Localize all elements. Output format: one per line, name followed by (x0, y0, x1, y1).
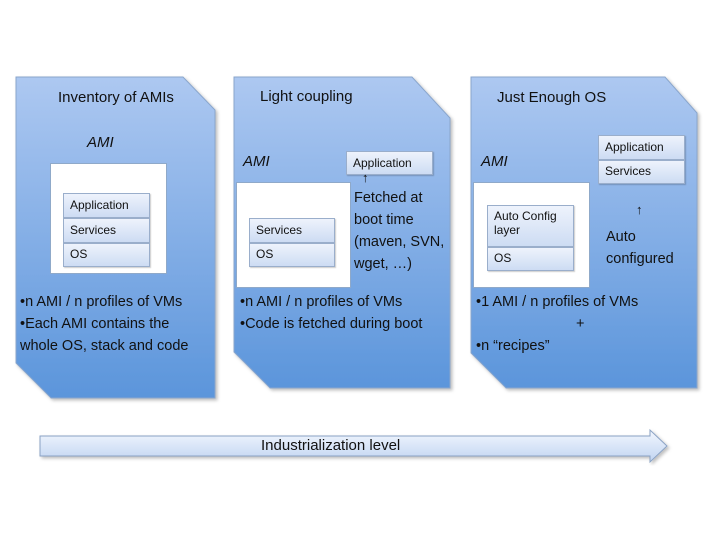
bullet-line: •Each AMI contains the (20, 316, 170, 332)
note-line: Auto (606, 229, 636, 245)
layer-os: OS (487, 247, 574, 271)
layer-os: OS (249, 243, 335, 267)
bullet-line: •n “recipes” (476, 338, 550, 354)
layer-services: Services (63, 218, 150, 243)
up-arrow-icon: ↑ (362, 170, 369, 185)
layer-services: Services (249, 218, 335, 243)
ami-label: AMI (481, 153, 508, 170)
layer-auto-config: Auto Config layer (487, 205, 574, 247)
industrialization-arrow-shape (39, 428, 668, 464)
ami-label: AMI (87, 134, 114, 151)
external-layer-application: Application (598, 135, 685, 160)
note-line: configured (606, 251, 674, 267)
note-line: Fetched at (354, 190, 423, 206)
auto-configured-note: Auto configured (606, 226, 674, 270)
note-line: (maven, SVN, (354, 234, 445, 250)
up-arrow-icon: ↑ (636, 202, 643, 217)
panel-bullets: •n AMI / n profiles of VMs •Each AMI con… (20, 291, 188, 357)
panel-bullets: •n AMI / n profiles of VMs •Code is fetc… (240, 291, 422, 335)
bullet-line: •n AMI / n profiles of VMs (20, 294, 183, 310)
external-layer-services: Services (598, 160, 685, 184)
panel-title: Inventory of AMIs (58, 89, 174, 106)
external-layer-application: Application (346, 151, 433, 175)
bullet-line: •Code is fetched during boot (240, 316, 423, 332)
industrialization-level-label: Industrialization level (261, 437, 401, 454)
layer-application: Application (63, 193, 150, 218)
panel-title: Just Enough OS (497, 89, 607, 106)
ami-label: AMI (243, 153, 270, 170)
note-line: wget, …) (354, 256, 413, 272)
panel-title: Light coupling (260, 88, 353, 105)
bullet-plus: + (576, 316, 585, 332)
panel-bullets: •1 AMI / n profiles of VMs + •n “recipes… (476, 291, 638, 357)
note-line: boot time (354, 212, 414, 228)
bullet-line: •1 AMI / n profiles of VMs (476, 294, 639, 310)
layer-os: OS (63, 243, 150, 267)
bullet-line: whole OS, stack and code (20, 338, 189, 354)
fetch-note: Fetched at boot time (maven, SVN, wget, … (354, 187, 444, 275)
bullet-line: •n AMI / n profiles of VMs (240, 294, 403, 310)
